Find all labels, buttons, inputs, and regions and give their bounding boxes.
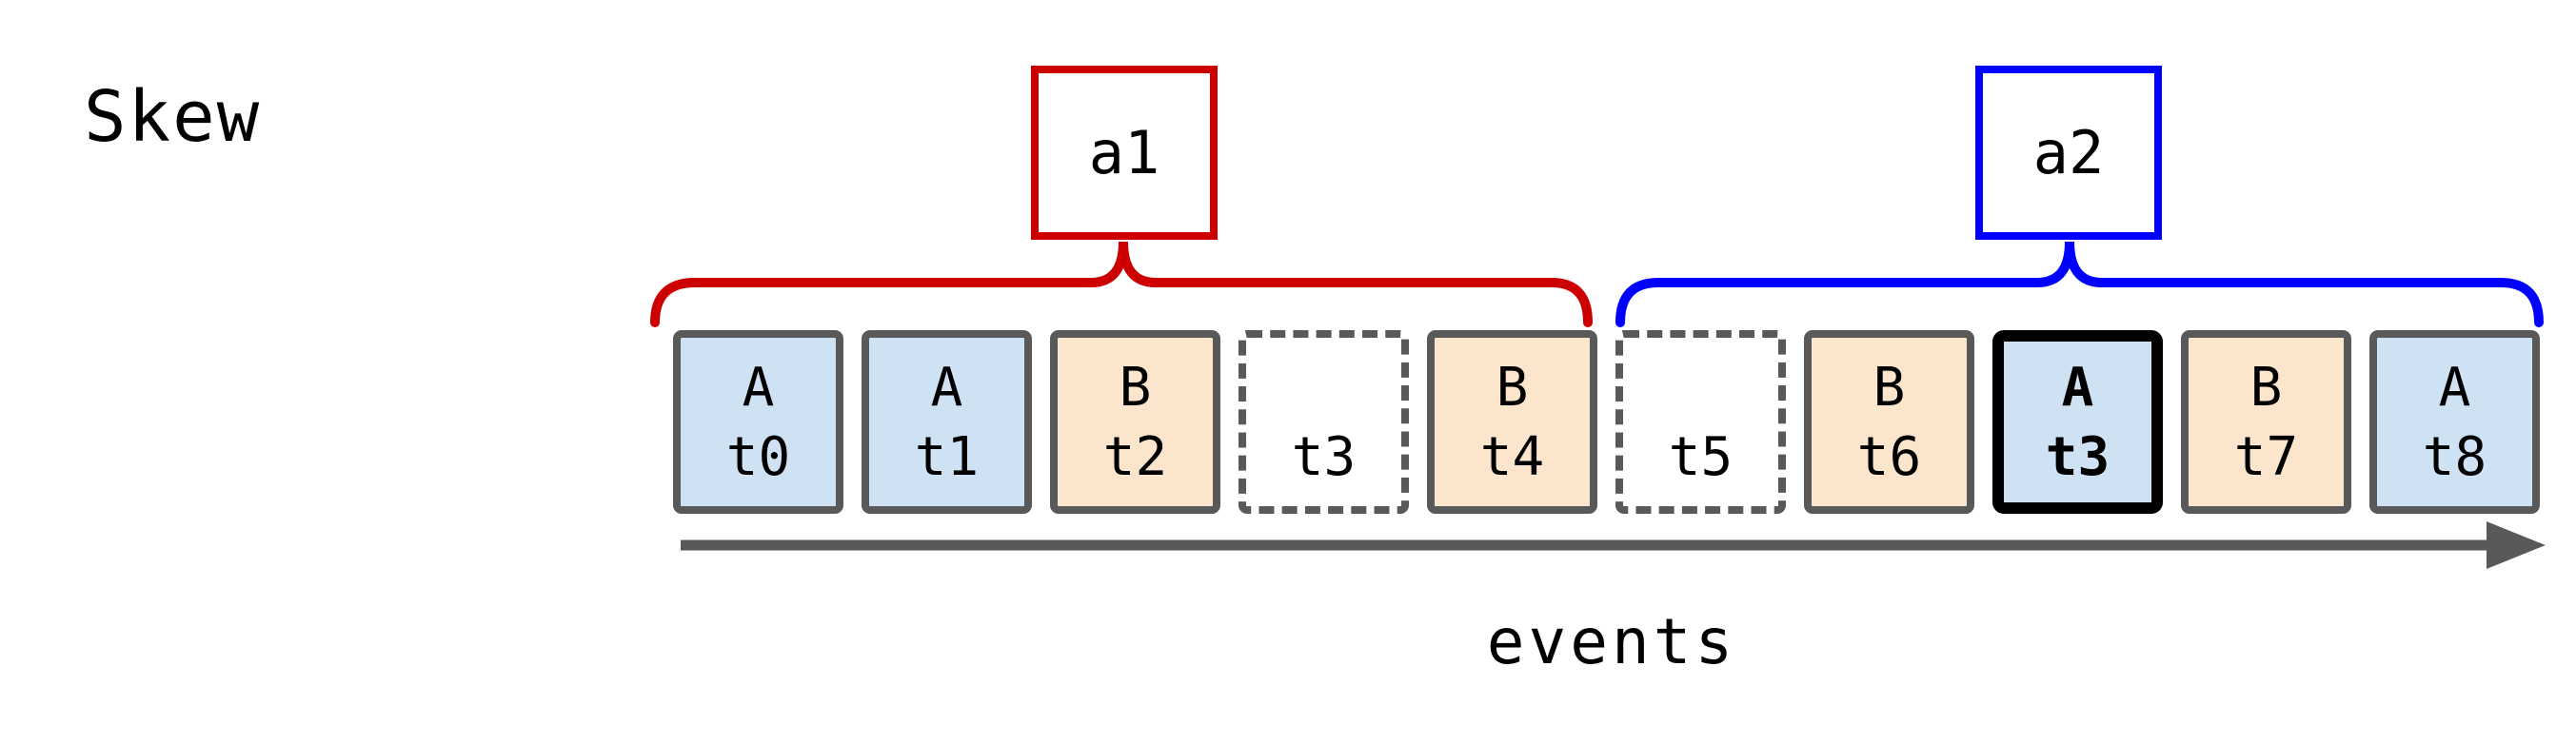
event-box-a-t0: A t0 — [673, 330, 843, 514]
event-slot-t5-empty: t5 — [1615, 330, 1786, 514]
event-time: t5 — [1668, 425, 1734, 488]
events-axis-label: events — [1486, 605, 1737, 678]
event-slot-t3-empty: t3 — [1238, 330, 1409, 514]
event-time: t8 — [2422, 425, 2487, 488]
event-box-b-t2: B t2 — [1050, 330, 1220, 514]
window-a1-label-box: a1 — [1031, 66, 1218, 240]
event-letter: A — [930, 356, 963, 419]
window-a2-label: a2 — [2032, 118, 2105, 187]
event-letter: B — [2249, 356, 2283, 419]
event-letter: A — [2438, 356, 2471, 419]
event-time: t2 — [1102, 425, 1168, 488]
diagram-title: Skew — [84, 76, 262, 158]
event-time: t6 — [1856, 425, 1922, 488]
event-box-b-t6: B t6 — [1804, 330, 1974, 514]
window-a1-brace — [650, 241, 1593, 327]
event-time: t7 — [2233, 425, 2299, 488]
event-time: t1 — [914, 425, 980, 488]
event-box-a-t8: A t8 — [2369, 330, 2540, 514]
events-axis-arrowhead — [2487, 521, 2546, 569]
event-time: t0 — [725, 425, 791, 488]
event-box-a-t3-late-highlighted: A t3 — [1992, 330, 2163, 514]
event-box-a-t1: A t1 — [862, 330, 1032, 514]
window-a2-brace — [1615, 241, 2544, 327]
event-letter: A — [742, 356, 775, 419]
event-letter: B — [1119, 356, 1152, 419]
event-timeline-row: A t0 A t1 B t2 t3 B t4 t5 B t6 A — [673, 330, 2540, 514]
event-time: t3 — [2045, 425, 2110, 488]
event-time: t3 — [1291, 425, 1357, 488]
window-a2-label-box: a2 — [1975, 66, 2162, 240]
window-a1-label: a1 — [1088, 118, 1160, 187]
event-time: t4 — [1479, 425, 1545, 488]
event-letter: A — [2061, 356, 2094, 419]
event-letter: B — [1873, 356, 1906, 419]
event-letter: B — [1496, 356, 1529, 419]
event-box-b-t4: B t4 — [1427, 330, 1597, 514]
event-box-b-t7: B t7 — [2181, 330, 2351, 514]
